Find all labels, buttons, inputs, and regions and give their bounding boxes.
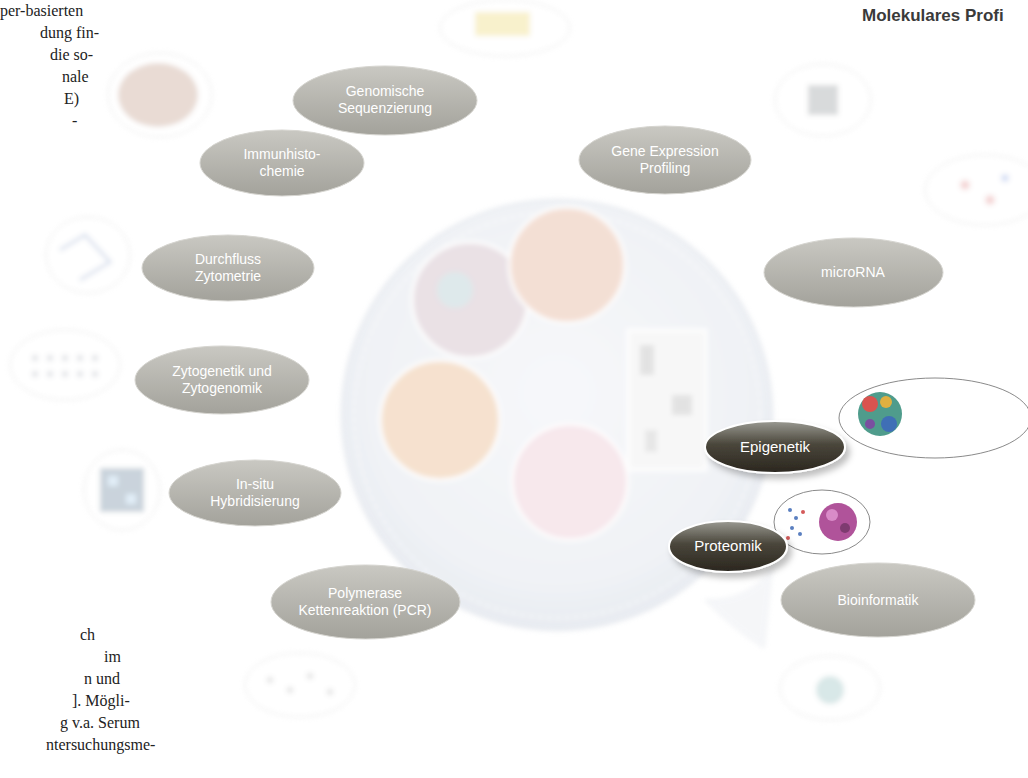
body-text-fragment: ntersuchungsme- — [46, 736, 155, 754]
faded-technique-bubble: Polymerase Kettenreaktion (PCR) — [268, 562, 463, 642]
technique-name: In-situ Hybridisierung — [191, 476, 319, 510]
bubble-outline — [293, 66, 477, 135]
bubble-text-holder: Epigenetik — [702, 418, 848, 476]
body-text-fragment: - — [72, 112, 77, 130]
technique-name: Zytogenetik und Zytogenomik — [157, 363, 287, 397]
technique-name: microRNA — [821, 264, 885, 281]
bubble-outline — [142, 235, 314, 301]
technique-bubble: Proteomik — [666, 518, 790, 575]
bubble-outline — [271, 565, 460, 639]
technique-name: Immunhisto-chemie — [221, 146, 343, 180]
faded-technique-bubble: Durchfluss Zytometrie — [139, 232, 317, 304]
bubble-outline — [169, 460, 341, 526]
bubble-outline — [764, 238, 943, 307]
technique-name: Proteomik — [694, 537, 762, 555]
body-text-fragment: g v.a. Serum — [60, 714, 140, 732]
body-text-fragment: n und — [84, 670, 120, 688]
bubble-text-holder: Bioinformatik — [778, 560, 978, 640]
bubble-text-holder: microRNA — [761, 235, 946, 310]
bubble-outline — [705, 421, 845, 473]
body-text-fragment: ch — [80, 626, 95, 644]
body-text-fragment: im — [104, 648, 121, 666]
technique-name: Gene Expression Profiling — [601, 143, 729, 177]
technique-name: Durchfluss Zytometrie — [164, 251, 292, 285]
technique-name: Genomische Sequenzierung — [317, 83, 454, 117]
faded-technique-bubble: Immunhisto-chemie — [197, 127, 367, 199]
epigenetik-image — [839, 378, 1028, 458]
faded-background — [10, 0, 1028, 720]
technique-name: Epigenetik — [740, 438, 810, 456]
bubble-text-holder: Genomische Sequenzierung — [290, 63, 480, 138]
bubble-outline — [669, 521, 787, 572]
body-text-fragment: die so- — [50, 46, 93, 64]
proteomik-image — [774, 490, 870, 554]
bubble-text-holder: Polymerase Kettenreaktion (PCR) — [268, 562, 463, 642]
faded-technique-bubble: microRNA — [761, 235, 946, 310]
body-text-fragment: ]. Mögli- — [72, 692, 130, 710]
body-text-fragment: nale — [62, 68, 89, 86]
body-text-fragment: per-basierten — [0, 2, 83, 20]
body-text-fragment: E) — [64, 90, 79, 108]
faded-technique-bubble: Zytogenetik und Zytogenomik — [132, 343, 312, 417]
technique-bubble: Epigenetik — [702, 418, 848, 476]
bubble-text-holder: Durchfluss Zytometrie — [139, 232, 317, 304]
faded-technique-bubble: Genomische Sequenzierung — [290, 63, 480, 138]
bubble-text-holder: Immunhisto-chemie — [197, 127, 367, 199]
bubble-text-holder: Proteomik — [666, 518, 790, 575]
faded-technique-bubble: In-situ Hybridisierung — [166, 457, 344, 529]
technique-name: Polymerase Kettenreaktion (PCR) — [295, 585, 435, 619]
bubble-outline — [781, 563, 975, 637]
body-text-fragment: dung fin- — [40, 24, 99, 42]
technique-name: Bioinformatik — [838, 592, 919, 609]
bubble-outline — [200, 130, 364, 196]
bubble-text-holder: In-situ Hybridisierung — [166, 457, 344, 529]
bubble-outline — [135, 346, 309, 414]
faded-technique-bubble: Bioinformatik — [778, 560, 978, 640]
bubble-outline — [579, 126, 751, 194]
faded-technique-bubble: Gene Expression Profiling — [576, 123, 754, 197]
bubble-text-holder: Gene Expression Profiling — [576, 123, 754, 197]
bubble-text-holder: Zytogenetik und Zytogenomik — [132, 343, 312, 417]
section-heading: Molekulares Profi — [862, 6, 1004, 26]
